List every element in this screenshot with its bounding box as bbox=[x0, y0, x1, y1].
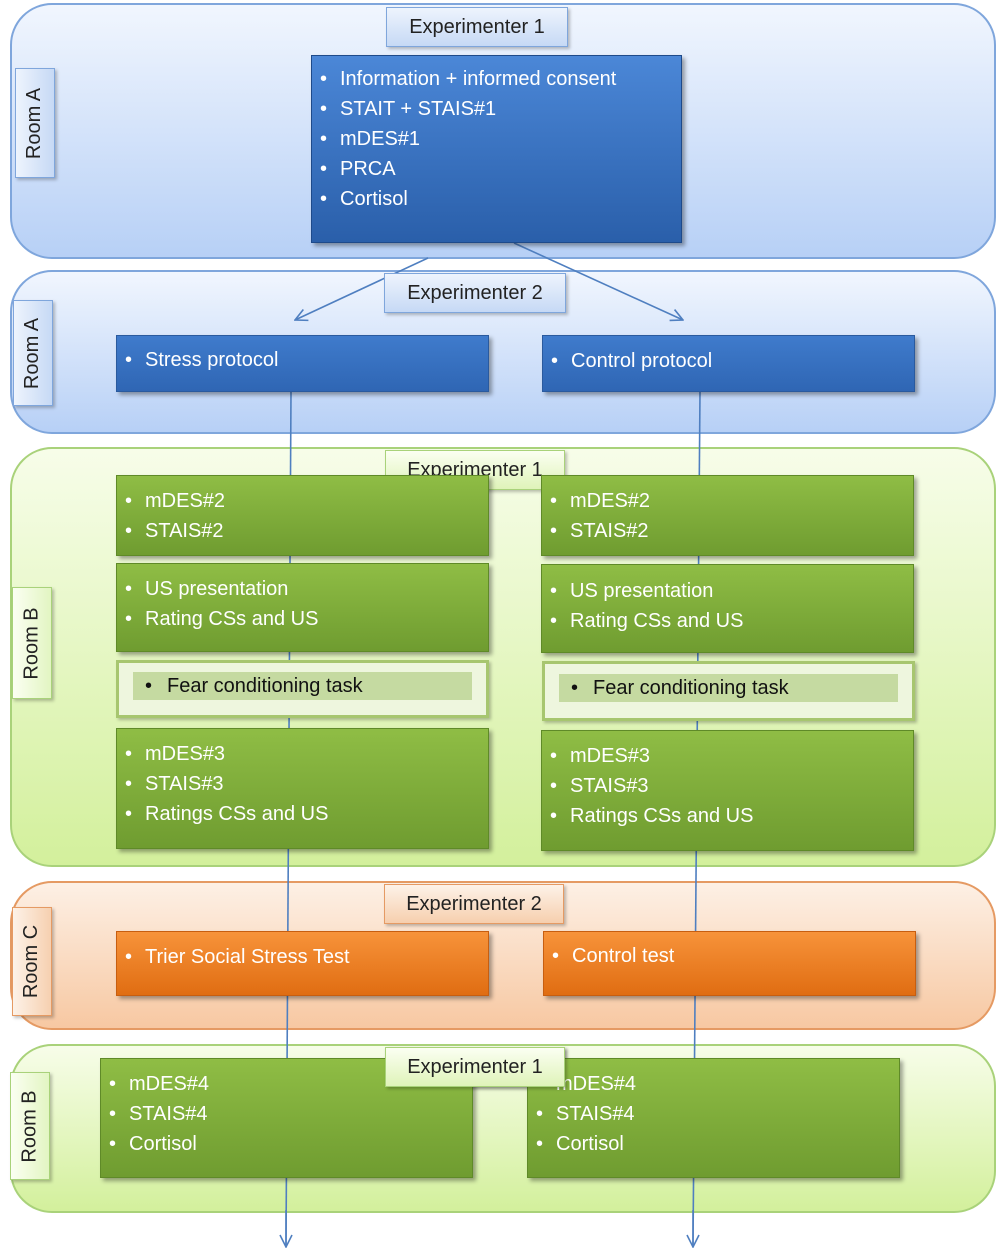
room-label-c: Room C bbox=[12, 907, 52, 1016]
list-item: Rating CSs and US bbox=[117, 604, 488, 634]
control-test-box: Control test bbox=[543, 931, 916, 996]
experimenter-label-1: Experimenter 1 bbox=[386, 7, 568, 47]
control-protocol-box: Control protocol bbox=[542, 335, 915, 392]
list-item: mDES#3 bbox=[542, 741, 913, 771]
list-item: PRCA bbox=[312, 154, 681, 184]
right-baseline-box: mDES#2 STAIS#2 bbox=[541, 475, 914, 556]
list-item: STAIS#3 bbox=[542, 771, 913, 801]
list-item: US presentation bbox=[542, 576, 913, 606]
list-item: mDES#4 bbox=[101, 1069, 472, 1099]
fear-task-label: Fear conditioning task bbox=[559, 674, 898, 702]
list-item: mDES#2 bbox=[117, 486, 488, 516]
split-arrow-right bbox=[513, 242, 683, 320]
list-item: Ratings CSs and US bbox=[542, 801, 913, 831]
experimenter-label-4: Experimenter 2 bbox=[384, 884, 564, 924]
list-item: STAIS#4 bbox=[528, 1099, 899, 1129]
list-item: STAIT + STAIS#1 bbox=[312, 94, 681, 124]
list-item: STAIS#2 bbox=[542, 516, 913, 546]
left-post-box: mDES#3 STAIS#3 Ratings CSs and US bbox=[116, 728, 489, 849]
room-label-b2: Room B bbox=[10, 1072, 50, 1180]
list-item: Information + informed consent bbox=[312, 64, 681, 94]
list-item: Trier Social Stress Test bbox=[117, 942, 488, 972]
list-item: Control protocol bbox=[543, 346, 914, 376]
list-item: mDES#1 bbox=[312, 124, 681, 154]
right-post-box: mDES#3 STAIS#3 Ratings CSs and US bbox=[541, 730, 914, 851]
list-item: mDES#2 bbox=[542, 486, 913, 516]
left-fear-task-box: Fear conditioning task bbox=[116, 660, 489, 718]
consent-assessment-box: Information + informed consent STAIT + S… bbox=[311, 55, 682, 243]
room-label-a1: Room A bbox=[15, 68, 55, 178]
list-item: Cortisol bbox=[101, 1129, 472, 1159]
right-us-box: US presentation Rating CSs and US bbox=[541, 564, 914, 653]
left-us-box: US presentation Rating CSs and US bbox=[116, 563, 489, 652]
list-item: Control test bbox=[544, 941, 915, 971]
tsst-box: Trier Social Stress Test bbox=[116, 931, 489, 996]
list-item: Cortisol bbox=[528, 1129, 899, 1159]
list-item: STAIS#3 bbox=[117, 769, 488, 799]
stress-protocol-box: Stress protocol bbox=[116, 335, 489, 392]
right-final-box: mDES#4 STAIS#4 Cortisol bbox=[527, 1058, 900, 1178]
experimenter-label-2: Experimenter 2 bbox=[384, 273, 566, 313]
room-label-a2: Room A bbox=[13, 300, 53, 406]
fear-task-label: Fear conditioning task bbox=[133, 672, 472, 700]
right-fear-task-box: Fear conditioning task bbox=[542, 661, 915, 721]
list-item: STAIS#4 bbox=[101, 1099, 472, 1129]
list-item: STAIS#2 bbox=[117, 516, 488, 546]
list-item: Ratings CSs and US bbox=[117, 799, 488, 829]
left-baseline-box: mDES#2 STAIS#2 bbox=[116, 475, 489, 556]
room-label-b1: Room B bbox=[12, 587, 52, 699]
list-item: mDES#3 bbox=[117, 739, 488, 769]
list-item: Cortisol bbox=[312, 184, 681, 214]
split-arrow-left bbox=[295, 257, 429, 320]
list-item: Rating CSs and US bbox=[542, 606, 913, 636]
list-item: US presentation bbox=[117, 574, 488, 604]
list-item: Stress protocol bbox=[117, 345, 488, 375]
experimenter-label-5-overlay: Experimenter 1 bbox=[385, 1047, 565, 1087]
list-item: mDES#4 bbox=[528, 1069, 899, 1099]
